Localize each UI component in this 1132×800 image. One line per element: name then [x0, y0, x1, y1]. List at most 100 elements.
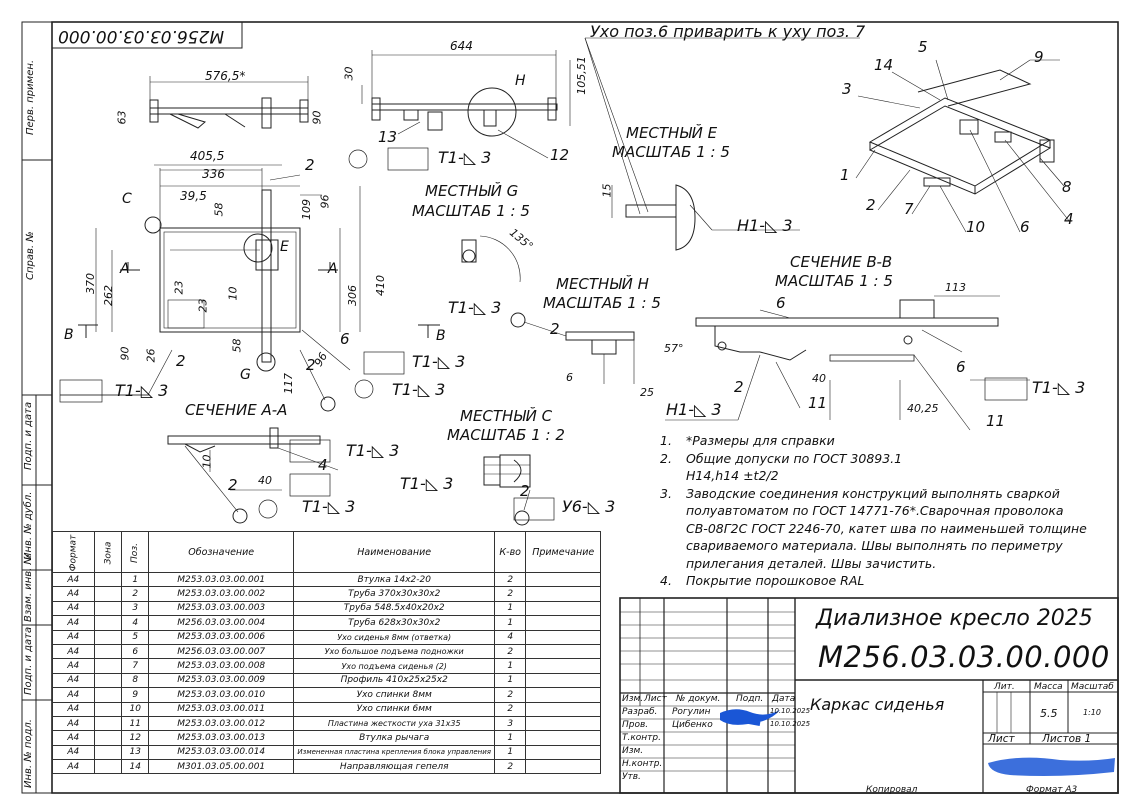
- bom-cell-format: А4: [52, 600, 95, 617]
- bom-cell-format: А4: [52, 586, 95, 602]
- callout-2: 2: [176, 352, 186, 370]
- stamp-developer-name: Рогулин: [672, 707, 711, 717]
- view-letter-h: H: [515, 73, 526, 89]
- dim-label: 23: [196, 298, 210, 313]
- bom-cell-pos: 5: [121, 629, 150, 645]
- callout-11: 11: [808, 394, 828, 412]
- bom-cell-format: А4: [52, 643, 95, 660]
- stamp-role-approved: Утв.: [622, 772, 641, 782]
- bom-cell-designation: М253.03.03.00.006: [148, 629, 295, 645]
- bom-cell-pos: 8: [121, 672, 150, 689]
- bom-cell-pos: 12: [121, 730, 150, 746]
- dim-label: 40: [812, 372, 826, 385]
- side-label-sign-date-2: Подп. и дата: [23, 626, 34, 695]
- callout-8: 8: [1062, 178, 1072, 196]
- stamp-role-tcontrol: Т.контр.: [622, 733, 662, 743]
- bom-cell-zone: [93, 615, 123, 631]
- bom-cell-name: Пластина жесткости уха 31х35: [293, 715, 496, 732]
- note-item: 1.*Размеры для справки: [660, 433, 835, 448]
- bom-cell-designation: М253.03.03.00.002: [148, 586, 295, 602]
- bom-cell-name: Труба 628х30х30х2: [293, 615, 496, 631]
- callout-10: 10: [966, 218, 986, 236]
- bom-cell-note: [525, 629, 602, 645]
- dim-label: 117: [282, 373, 295, 394]
- callout-14: 14: [874, 56, 894, 74]
- dim-label: 26: [144, 348, 158, 363]
- bom-cell-qty: 1: [494, 615, 527, 631]
- bom-cell-qty: 1: [494, 672, 527, 689]
- note-item: H14,h14 ±t2/2: [686, 468, 779, 483]
- technical-notes: 1.*Размеры для справки 2.Общие допуски п…: [660, 432, 1110, 590]
- stamp-head-list: Лист: [644, 694, 667, 704]
- local-c-title: МЕСТНЫЙ C: [460, 407, 553, 425]
- bom-cell-zone: [93, 687, 123, 703]
- bom-cell-zone: [93, 701, 123, 717]
- bom-cell-zone: [93, 658, 123, 674]
- callout-2: 2: [866, 196, 876, 214]
- bom-header-row: Формат Зона Поз. Обозначение Наименовани…: [52, 531, 602, 573]
- weld-label: T1-◺ 3: [302, 497, 356, 516]
- bom-cell-name: Ухо спинки 6мм: [293, 701, 496, 717]
- bom-cell-qty: 4: [494, 629, 527, 645]
- callout-9: 9: [1034, 48, 1044, 66]
- bom-cell-qty: 1: [494, 730, 527, 746]
- bom-cell-format: А4: [52, 658, 95, 674]
- bom-cell-pos: 6: [121, 643, 150, 660]
- bom-cell-pos: 11: [121, 715, 150, 732]
- view-letter-a-right: A: [328, 261, 338, 277]
- bom-cell-note: [525, 687, 602, 703]
- document-code: М256.03.03.00.000: [818, 640, 1110, 674]
- dim-label: 90: [118, 346, 132, 361]
- dim-label: 6: [566, 371, 573, 384]
- bom-cell-designation: М256.03.03.00.004: [148, 615, 295, 631]
- dim-label: 58: [212, 202, 226, 217]
- bom-cell-designation: М253.03.03.00.012: [148, 715, 295, 732]
- bom-cell-designation: М253.03.03.00.008: [148, 658, 295, 674]
- callout-4: 4: [1064, 210, 1074, 228]
- bom-cell-pos: 13: [121, 744, 150, 761]
- bom-cell-pos: 1: [121, 571, 150, 588]
- bom-cell-note: [525, 701, 602, 717]
- bom-cell-name: Втулка 14х2-20: [293, 571, 496, 588]
- dim-label: 15: [600, 183, 614, 198]
- bom-cell-note: [525, 586, 602, 602]
- bom-cell-note: [525, 643, 602, 660]
- bom-cell-designation: М253.03.03.00.014: [148, 744, 295, 761]
- callout-2: 2: [520, 482, 530, 500]
- stamp-lit-label: Лит.: [994, 682, 1015, 692]
- dim-label: 40,25: [907, 402, 939, 415]
- local-e-scale: МАСШТАБ 1 : 5: [612, 143, 730, 161]
- dim-label: 370: [84, 273, 97, 294]
- bom-cell-name: Ухо спинки 8мм: [293, 687, 496, 703]
- bom-cell-format: А4: [52, 571, 95, 588]
- sheet-code-rotated: М256.03.03.00.000: [58, 26, 225, 46]
- bom-cell-pos: 14: [121, 759, 150, 775]
- weld-label: T1-◺ 3: [438, 148, 492, 167]
- bom-cell-pos: 10: [121, 701, 150, 717]
- local-g-scale: МАСШТАБ 1 : 5: [412, 202, 530, 220]
- callout-4: 4: [318, 456, 328, 474]
- callout-11: 11: [986, 412, 1006, 430]
- weld-label: H1-◺ 3: [737, 216, 793, 235]
- bom-cell-qty: 1: [494, 744, 527, 761]
- stamp-mass-value: 5.5: [1040, 707, 1058, 720]
- bom-cell-zone: [93, 730, 123, 746]
- side-label-replace-inv: Взам. инв. №: [23, 554, 34, 622]
- callout-6: 6: [1020, 218, 1030, 236]
- dim-label: 90: [310, 110, 324, 125]
- bom-cell-designation: М253.03.03.00.003: [148, 600, 295, 617]
- view-letter-e: E: [280, 239, 289, 255]
- dim-label: 30: [342, 66, 356, 81]
- callout-6: 6: [956, 358, 966, 376]
- bom-cell-name: Ухо сиденья 8мм (ответка): [293, 629, 496, 645]
- dim-label: 10: [200, 454, 214, 469]
- callout-6: 6: [340, 330, 350, 348]
